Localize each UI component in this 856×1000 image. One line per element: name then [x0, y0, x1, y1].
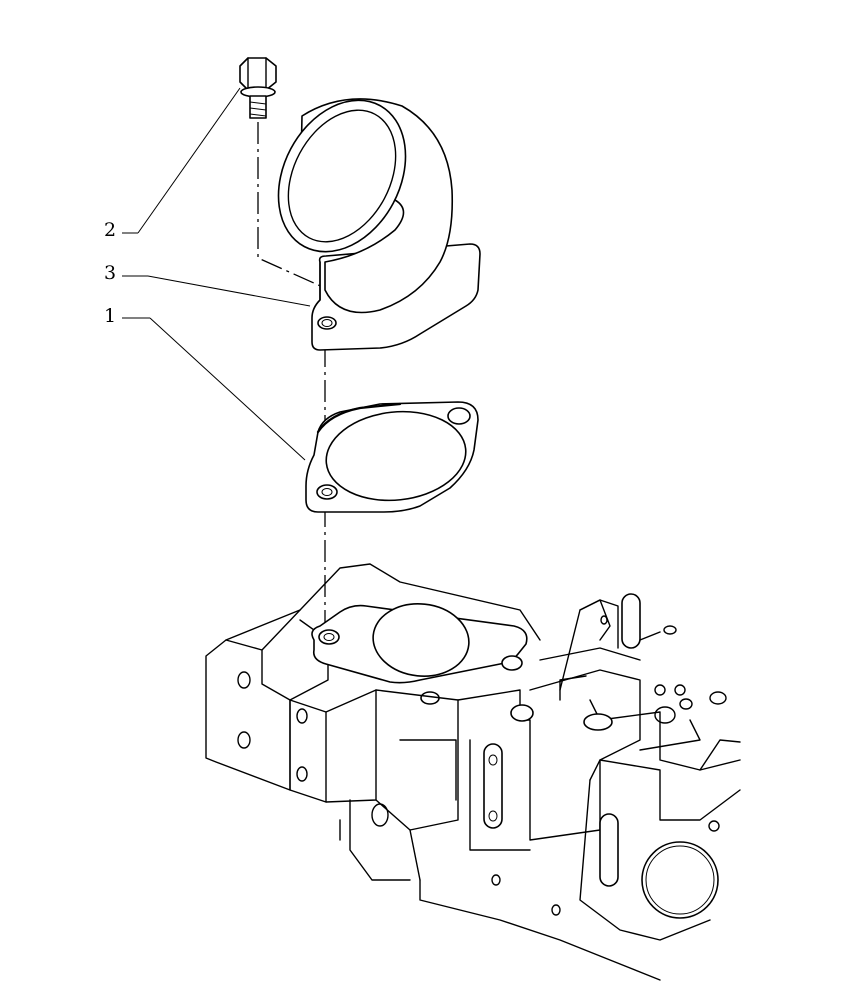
callout-1-number: 1 [104, 305, 116, 327]
flange-bolt[interactable] [239, 57, 277, 119]
elbow-outlet[interactable] [253, 78, 481, 351]
callout-1[interactable]: 1 [104, 305, 306, 461]
callout-3-number: 3 [104, 262, 116, 284]
gasket[interactable] [305, 401, 479, 513]
engine-block [205, 563, 741, 981]
callout-3[interactable]: 3 [104, 262, 311, 307]
callout-2-number: 2 [104, 219, 116, 241]
callout-2[interactable]: 2 [104, 87, 241, 241]
